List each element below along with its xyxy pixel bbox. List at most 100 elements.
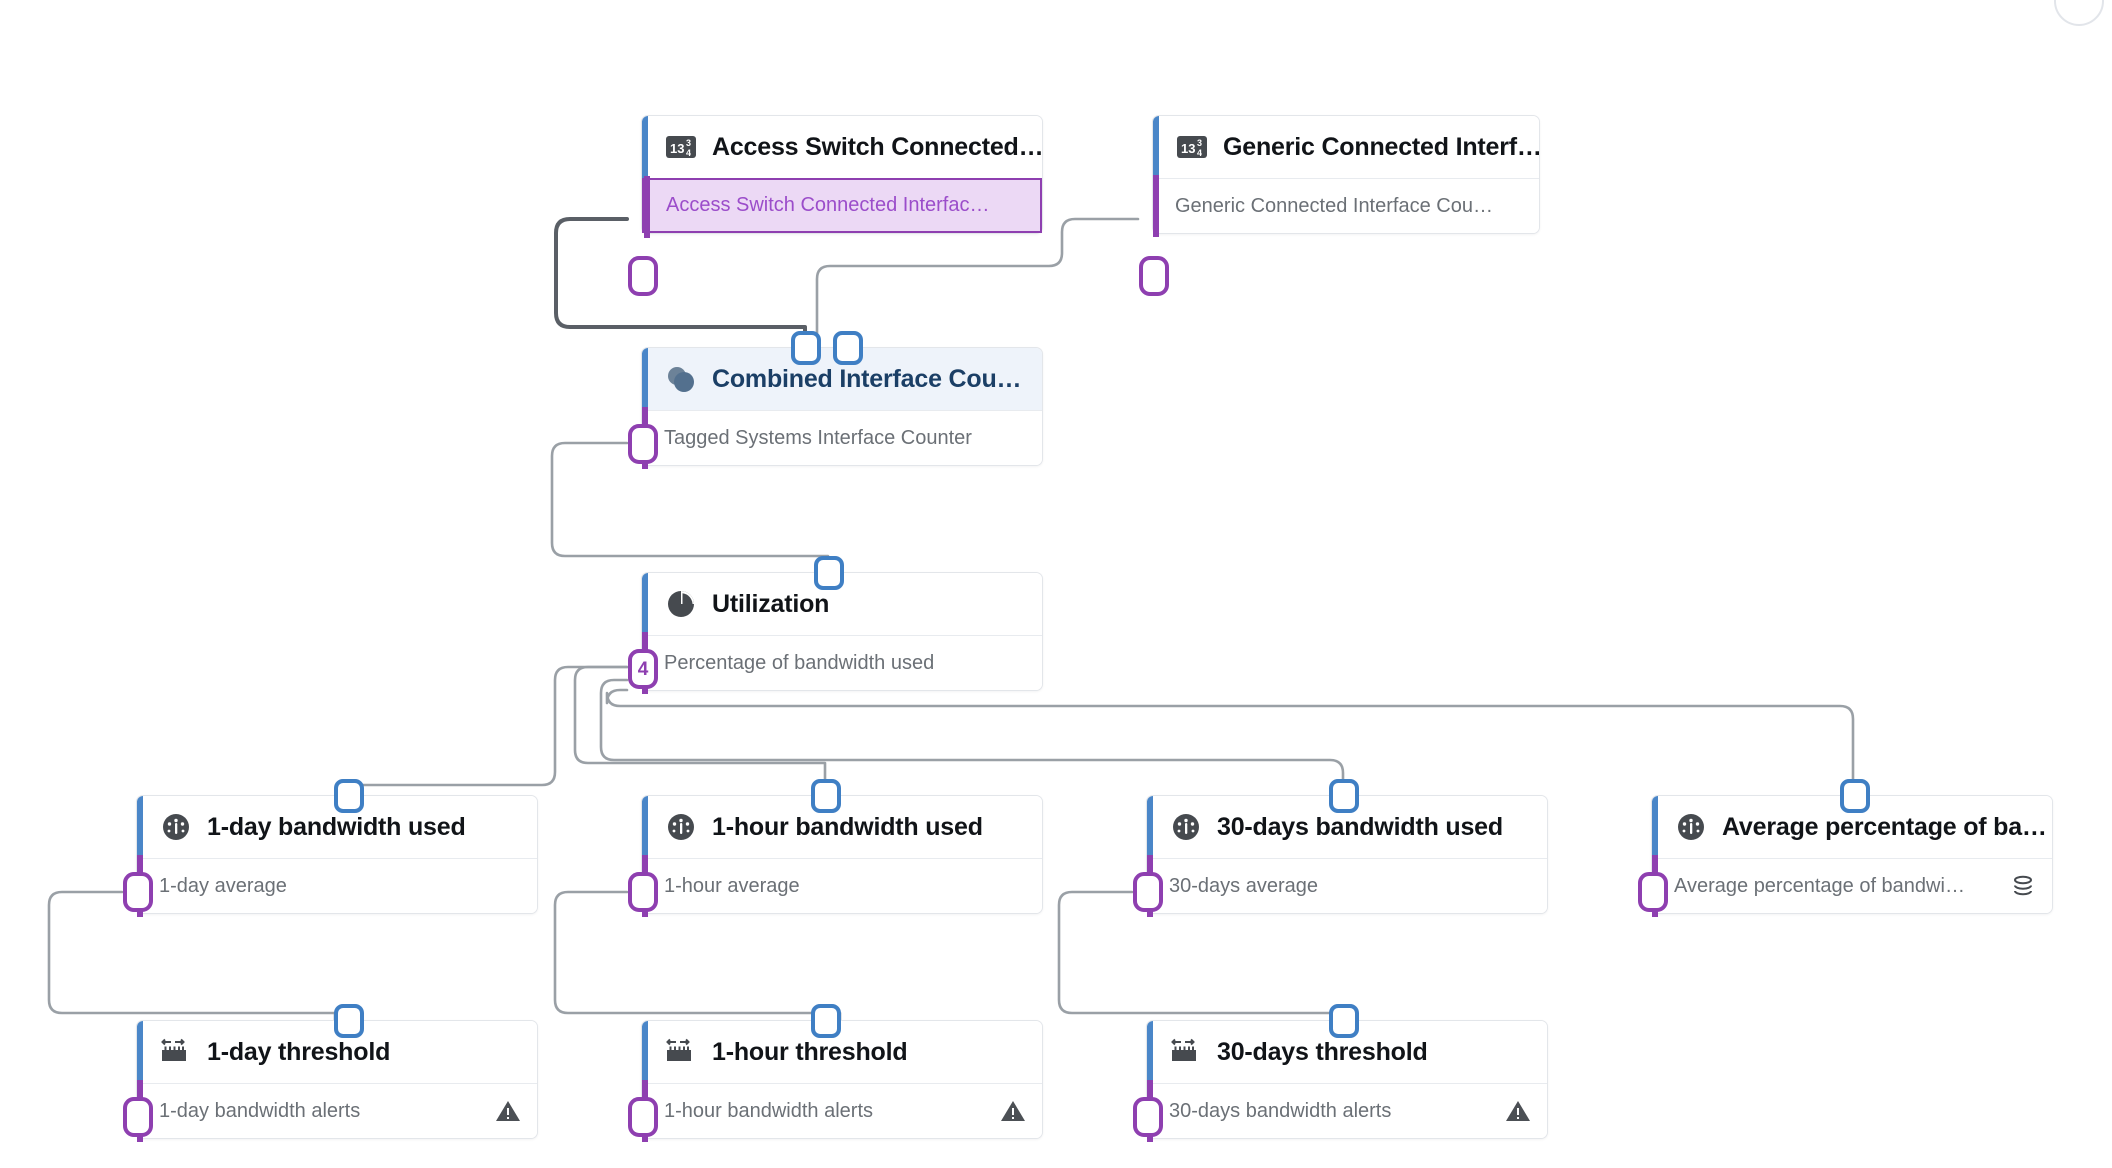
output-port-handle[interactable]: [123, 872, 153, 912]
node-one-day-threshold[interactable]: 1-day threshold 1-day bandwidth alerts: [123, 1004, 538, 1142]
ruler-icon: [664, 1035, 698, 1069]
port-row[interactable]: Average percentage of bandwi…: [1652, 855, 2052, 917]
port-row[interactable]: Tagged Systems Interface Counter: [642, 407, 1042, 469]
gauge-icon: [1169, 810, 1203, 844]
input-port-handle[interactable]: [1329, 1004, 1359, 1038]
node-header[interactable]: 13 3 4 Access Switch Connected…: [642, 116, 1042, 178]
input-port-handle[interactable]: [334, 1004, 364, 1038]
node-title: Generic Connected Interf…: [1223, 132, 1539, 161]
accent-bar: [1153, 116, 1159, 178]
port-row[interactable]: Generic Connected Interface Cou…: [1153, 175, 1539, 237]
accent-bar: [642, 573, 648, 635]
port-label: 30-days bandwidth alerts: [1169, 1099, 1392, 1122]
node-title: 1-day threshold: [207, 1037, 391, 1066]
input-port-handle[interactable]: [811, 1004, 841, 1038]
warning-triangle-icon: [1000, 1098, 1026, 1124]
accent-bar: [1147, 1021, 1153, 1083]
svg-text:4: 4: [1197, 148, 1202, 158]
node-one-day-bandwidth-used[interactable]: 1-day bandwidth used 1-day average: [123, 779, 538, 917]
input-port-handle[interactable]: [334, 779, 364, 813]
input-port-handle-left[interactable]: [791, 331, 821, 365]
edge-utilization-to-one-day: [346, 665, 629, 797]
output-port-handle[interactable]: 4: [628, 649, 658, 689]
node-title: Utilization: [712, 589, 830, 618]
output-port-handle[interactable]: [628, 1097, 658, 1137]
edge-utilization-to-average-percentage: [605, 688, 1855, 797]
node-title: 1-hour bandwidth used: [712, 812, 983, 841]
accent-bar: [642, 1021, 648, 1083]
accent-bar: [1652, 796, 1658, 858]
warning-triangle-icon: [495, 1098, 521, 1124]
input-port-handle[interactable]: [1840, 779, 1870, 813]
node-generic-connected-interface[interactable]: 13 3 4 Generic Connected Interf… Generic…: [1139, 115, 1540, 296]
edge-utilization-to-thirty-days: [599, 678, 1345, 797]
database-stack-icon: [2010, 873, 2036, 899]
input-port-handle[interactable]: [811, 779, 841, 813]
fraction-13-3-4-icon: 13 3 4: [1175, 130, 1209, 164]
port-label: Percentage of bandwidth used: [664, 651, 935, 674]
node-access-switch-connected[interactable]: 13 3 4 Access Switch Connected… Access S…: [628, 115, 1043, 296]
output-port-handle[interactable]: [628, 424, 658, 464]
node-header[interactable]: 1-hour bandwidth used: [642, 796, 1042, 858]
output-port-handle[interactable]: [1139, 256, 1169, 296]
port-accent-stub: [644, 176, 650, 238]
node-combined-interface-counter[interactable]: Combined Interface Cou… Tagged Systems I…: [628, 331, 1043, 469]
fraction-13-3-4-icon: 13 3 4: [664, 130, 698, 164]
accent-bar: [137, 796, 143, 858]
port-label: 30-days average: [1169, 874, 1318, 897]
node-title: 1-hour threshold: [712, 1037, 908, 1066]
accent-bar: [137, 1021, 143, 1083]
port-row[interactable]: 30-days average: [1147, 855, 1547, 917]
node-title: 1-day bandwidth used: [207, 812, 466, 841]
port-row[interactable]: 1-hour bandwidth alerts: [642, 1080, 1042, 1142]
output-port-handle[interactable]: [1133, 1097, 1163, 1137]
node-title: Combined Interface Cou…: [712, 364, 1022, 393]
input-port-handle-right[interactable]: [833, 331, 863, 365]
port-label: 1-day bandwidth alerts: [159, 1099, 361, 1122]
node-title: 30-days bandwidth used: [1217, 812, 1503, 841]
svg-text:13: 13: [1181, 141, 1195, 156]
gauge-icon: [1674, 810, 1708, 844]
overflow-circle-decoration: [2054, 0, 2104, 26]
output-port-handle[interactable]: [1638, 872, 1668, 912]
gauge-icon: [664, 810, 698, 844]
input-port-handle[interactable]: [1329, 779, 1359, 813]
output-port-handle[interactable]: [628, 872, 658, 912]
output-port-handle[interactable]: [628, 256, 658, 296]
accent-bar: [642, 796, 648, 858]
accent-bar: [642, 116, 648, 178]
node-one-hour-bandwidth-used[interactable]: 1-hour bandwidth used 1-hour average: [628, 779, 1043, 917]
output-port-handle[interactable]: [123, 1097, 153, 1137]
port-row[interactable]: 1-day average: [137, 855, 537, 917]
port-label: 1-hour bandwidth alerts: [664, 1099, 874, 1122]
port-label: Tagged Systems Interface Counter: [664, 426, 972, 449]
port-label: Average percentage of bandwi…: [1674, 874, 1965, 897]
node-title: Access Switch Connected…: [712, 132, 1042, 161]
node-one-hour-threshold[interactable]: 1-hour threshold 1-hour bandwidth alerts: [628, 1004, 1043, 1142]
edge-access-switch-to-combined: [554, 217, 807, 349]
node-header[interactable]: 13 3 4 Generic Connected Interf…: [1153, 116, 1539, 178]
node-title: Average percentage of ba…: [1722, 812, 2047, 841]
edge-generic-to-combined: [815, 217, 1140, 349]
port-row[interactable]: Percentage of bandwidth used: [642, 632, 1042, 694]
overlapping-circles-icon: [664, 362, 698, 396]
port-row[interactable]: Access Switch Connected Interfac…: [642, 176, 1042, 238]
node-average-percentage-of-bandwidth[interactable]: Average percentage of ba… Average percen…: [1638, 779, 2053, 917]
port-row[interactable]: 30-days bandwidth alerts: [1147, 1080, 1547, 1142]
ruler-icon: [159, 1035, 193, 1069]
node-header[interactable]: Combined Interface Cou…: [642, 348, 1042, 410]
node-utilization[interactable]: Utilization Percentage of bandwidth used…: [628, 556, 1043, 694]
port-row[interactable]: 1-day bandwidth alerts: [137, 1080, 537, 1142]
output-port-handle[interactable]: [1133, 872, 1163, 912]
warning-triangle-icon: [1505, 1098, 1531, 1124]
port-accent-stub: [1153, 175, 1159, 237]
node-thirty-days-bandwidth-used[interactable]: 30-days bandwidth used 30-days average: [1133, 779, 1548, 917]
svg-text:3: 3: [1197, 138, 1202, 148]
port-label: Generic Connected Interface Cou…: [1175, 194, 1493, 217]
node-thirty-days-threshold[interactable]: 30-days threshold 30-days bandwidth aler…: [1133, 1004, 1548, 1142]
port-row[interactable]: 1-hour average: [642, 855, 1042, 917]
node-header[interactable]: 1-hour threshold: [642, 1021, 1042, 1083]
input-port-handle[interactable]: [814, 556, 844, 590]
gauge-icon: [159, 810, 193, 844]
